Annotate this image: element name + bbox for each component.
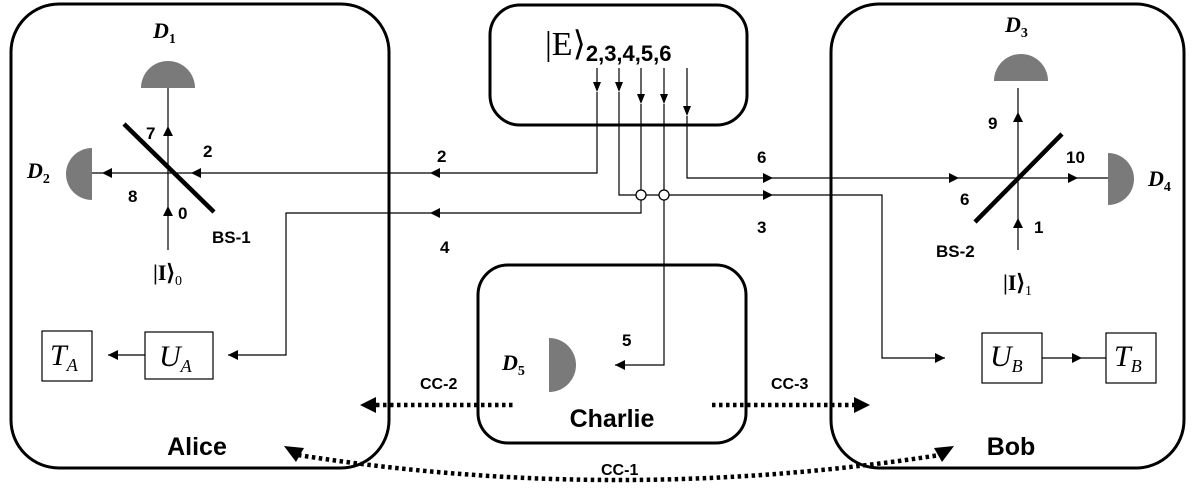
bs2-splitter: [973, 132, 1064, 224]
mode-7-arrow: [163, 126, 173, 136]
cc2-label: CC-2: [420, 376, 457, 393]
charlie-name: Charlie: [570, 405, 655, 433]
mode-10-arrow: [1068, 173, 1078, 183]
cc3-label: CC-3: [771, 376, 808, 393]
bob-mode-9-label: 9: [988, 114, 997, 133]
bob-box: [829, 2, 1186, 470]
channel-2-line: [168, 92, 598, 174]
channel-2-label: 2: [437, 147, 446, 166]
bs2-label: BS-2: [936, 242, 975, 261]
mode-6-arrow-bob: [949, 173, 959, 183]
ta-label: TA: [50, 339, 79, 375]
channel-3-line: [618, 92, 945, 359]
d1-detector: [141, 61, 195, 88]
bob-mode-1-label: 1: [1034, 218, 1043, 237]
mode-9-arrow: [1013, 112, 1023, 122]
bob-name: Bob: [987, 433, 1036, 461]
channel-4-label: 4: [440, 238, 450, 257]
bob-mode-6-label: 6: [960, 190, 969, 209]
alice-input-state: |I⟩0: [153, 260, 182, 289]
alice-name: Alice: [167, 433, 227, 461]
channel-6-label: 6: [757, 148, 766, 167]
alice-mode-2-label: 2: [203, 142, 212, 161]
d5-detector: [549, 338, 576, 392]
channel-3-label: 3: [757, 218, 766, 237]
d3-detector: [994, 54, 1048, 81]
channel-6-line: [686, 116, 1018, 179]
mode-0-arrow: [163, 206, 173, 216]
cc1-label: CC-1: [601, 462, 638, 479]
ta-box: [41, 330, 93, 382]
channel-4-line: [228, 104, 642, 356]
source-state-label: |E⟩2,3,4,5,6: [545, 26, 671, 66]
crossing-marker: [658, 189, 670, 201]
alice-mode-8-label: 8: [128, 187, 137, 206]
alice-mode-7-label: 7: [146, 124, 155, 143]
tb-label: TB: [1114, 340, 1142, 376]
d4-detector: [1108, 153, 1134, 205]
ua-label: UA: [159, 340, 193, 376]
charlie-mode-5-label: 5: [622, 331, 631, 350]
d5-label: D5: [501, 350, 525, 379]
channel-5-line: [615, 104, 665, 366]
d2-label: D2: [26, 158, 50, 187]
mode-8-arrow: [102, 168, 112, 178]
d2-detector: [66, 148, 92, 200]
mode-1-arrow: [1013, 218, 1023, 228]
source-output-ports: [593, 68, 691, 116]
bs1-splitter: [122, 122, 216, 214]
crossing-marker: [635, 189, 647, 201]
alice-mode-0-label: 0: [178, 204, 187, 223]
d3-label: D3: [1004, 12, 1028, 41]
ub-label: UB: [990, 340, 1023, 376]
bob-mode-10-label: 10: [1066, 148, 1085, 167]
d4-label: D4: [1147, 166, 1171, 195]
tb-box: [1105, 332, 1157, 384]
charlie-box: [476, 263, 748, 445]
alice-box: [9, 2, 391, 470]
bs1-label: BS-1: [212, 228, 251, 247]
bob-input-state: |I⟩1: [1003, 270, 1032, 299]
d1-label: D1: [152, 18, 176, 47]
